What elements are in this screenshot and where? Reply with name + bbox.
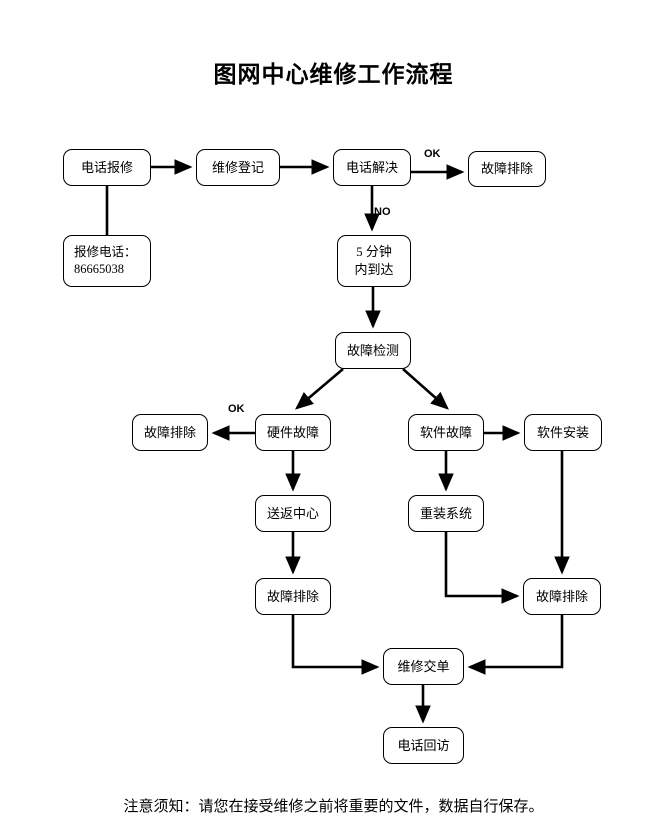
node-fault-cleared-top[interactable]: 故障排除 bbox=[468, 151, 546, 187]
node-fault-detect[interactable]: 故障检测 bbox=[335, 332, 411, 369]
node-send-back-center[interactable]: 送返中心 bbox=[255, 495, 331, 532]
node-software-install[interactable]: 软件安装 bbox=[524, 414, 602, 451]
node-software-fault[interactable]: 软件故障 bbox=[408, 414, 484, 451]
edge-label-ok-left: OK bbox=[228, 403, 245, 415]
node-report-hotline[interactable]: 报修电话： 86665038 bbox=[63, 235, 151, 287]
node-arrive-5min[interactable]: 5 分钟 内到达 bbox=[337, 235, 411, 287]
node-phone-followup[interactable]: 电话回访 bbox=[383, 727, 464, 764]
node-fault-cleared-right[interactable]: 故障排除 bbox=[523, 578, 601, 615]
edge-label-ok-top: OK bbox=[424, 148, 441, 160]
node-fault-cleared-left[interactable]: 故障排除 bbox=[132, 414, 208, 451]
node-fault-cleared-middle[interactable]: 故障排除 bbox=[255, 578, 331, 615]
node-repair-register[interactable]: 维修登记 bbox=[196, 149, 280, 186]
edge-label-no: NO bbox=[374, 206, 391, 218]
node-repair-handover[interactable]: 维修交单 bbox=[383, 648, 464, 685]
node-phone-resolve[interactable]: 电话解决 bbox=[333, 149, 411, 186]
edge-detect-to-hardware bbox=[295, 368, 344, 410]
page-footer-note: 注意须知：请您在接受维修之前将重要的文件，数据自行保存。 bbox=[123, 799, 544, 815]
edge-cleared-right-to-handover bbox=[467, 615, 564, 675]
page-title: 图网中心维修工作流程 bbox=[213, 62, 454, 87]
edge-cleared-mid-to-handover bbox=[291, 615, 380, 675]
edge-reinstall-to-cleared-right bbox=[444, 532, 520, 604]
edge-detect-to-software bbox=[402, 368, 449, 410]
node-reinstall-system[interactable]: 重装系统 bbox=[408, 495, 484, 532]
node-phone-report[interactable]: 电话报修 bbox=[63, 149, 151, 186]
node-hardware-fault[interactable]: 硬件故障 bbox=[255, 414, 331, 451]
